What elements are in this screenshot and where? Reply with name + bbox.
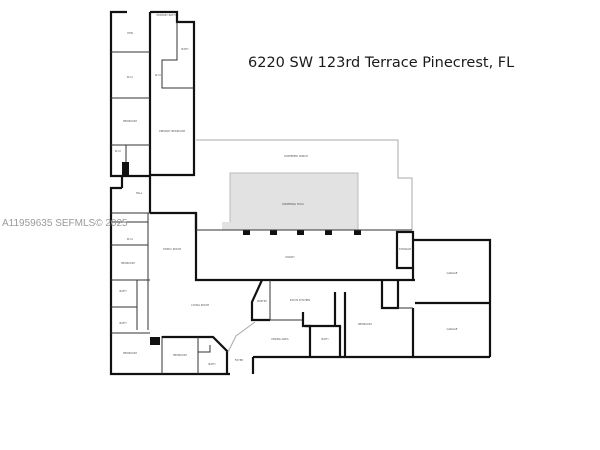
west-upper-wing-walls xyxy=(109,10,196,188)
room-label: PRIMARY BATH xyxy=(156,13,175,17)
room-label: BATH xyxy=(182,47,189,51)
room-label: FOYER xyxy=(235,358,244,362)
room-label: BEDROOM xyxy=(358,322,372,326)
room-label: BATH xyxy=(209,362,216,366)
swimming-pool xyxy=(229,172,359,231)
room-label: DEN xyxy=(127,31,133,35)
room-label: W.I.C xyxy=(127,75,134,79)
west-lower-wing-walls xyxy=(109,178,245,376)
room-label: BEDROOM xyxy=(121,261,135,265)
room-label: W.I.C xyxy=(115,149,122,153)
room-label: BATH xyxy=(120,289,127,293)
room-label: W.I.C xyxy=(127,237,134,241)
room-label: GARAGE xyxy=(447,327,458,331)
room-label: LIVING ROOM xyxy=(191,303,209,307)
room-label: W.I.C xyxy=(155,73,162,77)
room-label: BATH xyxy=(322,337,329,341)
screened-porch-outline xyxy=(196,139,413,230)
room-label: EAT-IN KITCHEN xyxy=(290,298,310,302)
porch-pillars xyxy=(243,230,361,235)
room-label: FAMILY ROOM xyxy=(163,247,181,251)
room-label: GARAGE xyxy=(447,271,458,275)
room-label: PORCH xyxy=(285,255,294,259)
room-label: BATH xyxy=(120,321,127,325)
room-label: SCREENED PORCH xyxy=(284,154,308,158)
property-address-title: 6220 SW 123rd Terrace Pinecrest, FL xyxy=(248,55,515,71)
room-label: BEDROOM xyxy=(123,351,137,355)
pool-step xyxy=(222,222,232,230)
mls-watermark: A11959635 SEFMLS© 2025 xyxy=(2,218,128,229)
central-walls xyxy=(194,213,490,374)
room-labels: DEN PRIMARY BATH BATH W.I.C W.I.C BEDROO… xyxy=(115,13,458,366)
room-label: SWIMMING POOL xyxy=(282,202,305,206)
room-label: DINING AREA xyxy=(271,337,288,341)
room-label: BEDROOM xyxy=(123,119,137,123)
room-label: STORAGE xyxy=(399,247,412,251)
room-label: PRIMARY BEDROOM xyxy=(159,129,185,133)
room-label: BEDROOM xyxy=(173,353,187,357)
room-label: HALL xyxy=(136,191,143,195)
room-label: PANTRY xyxy=(257,299,267,303)
garage-walls xyxy=(395,230,492,357)
